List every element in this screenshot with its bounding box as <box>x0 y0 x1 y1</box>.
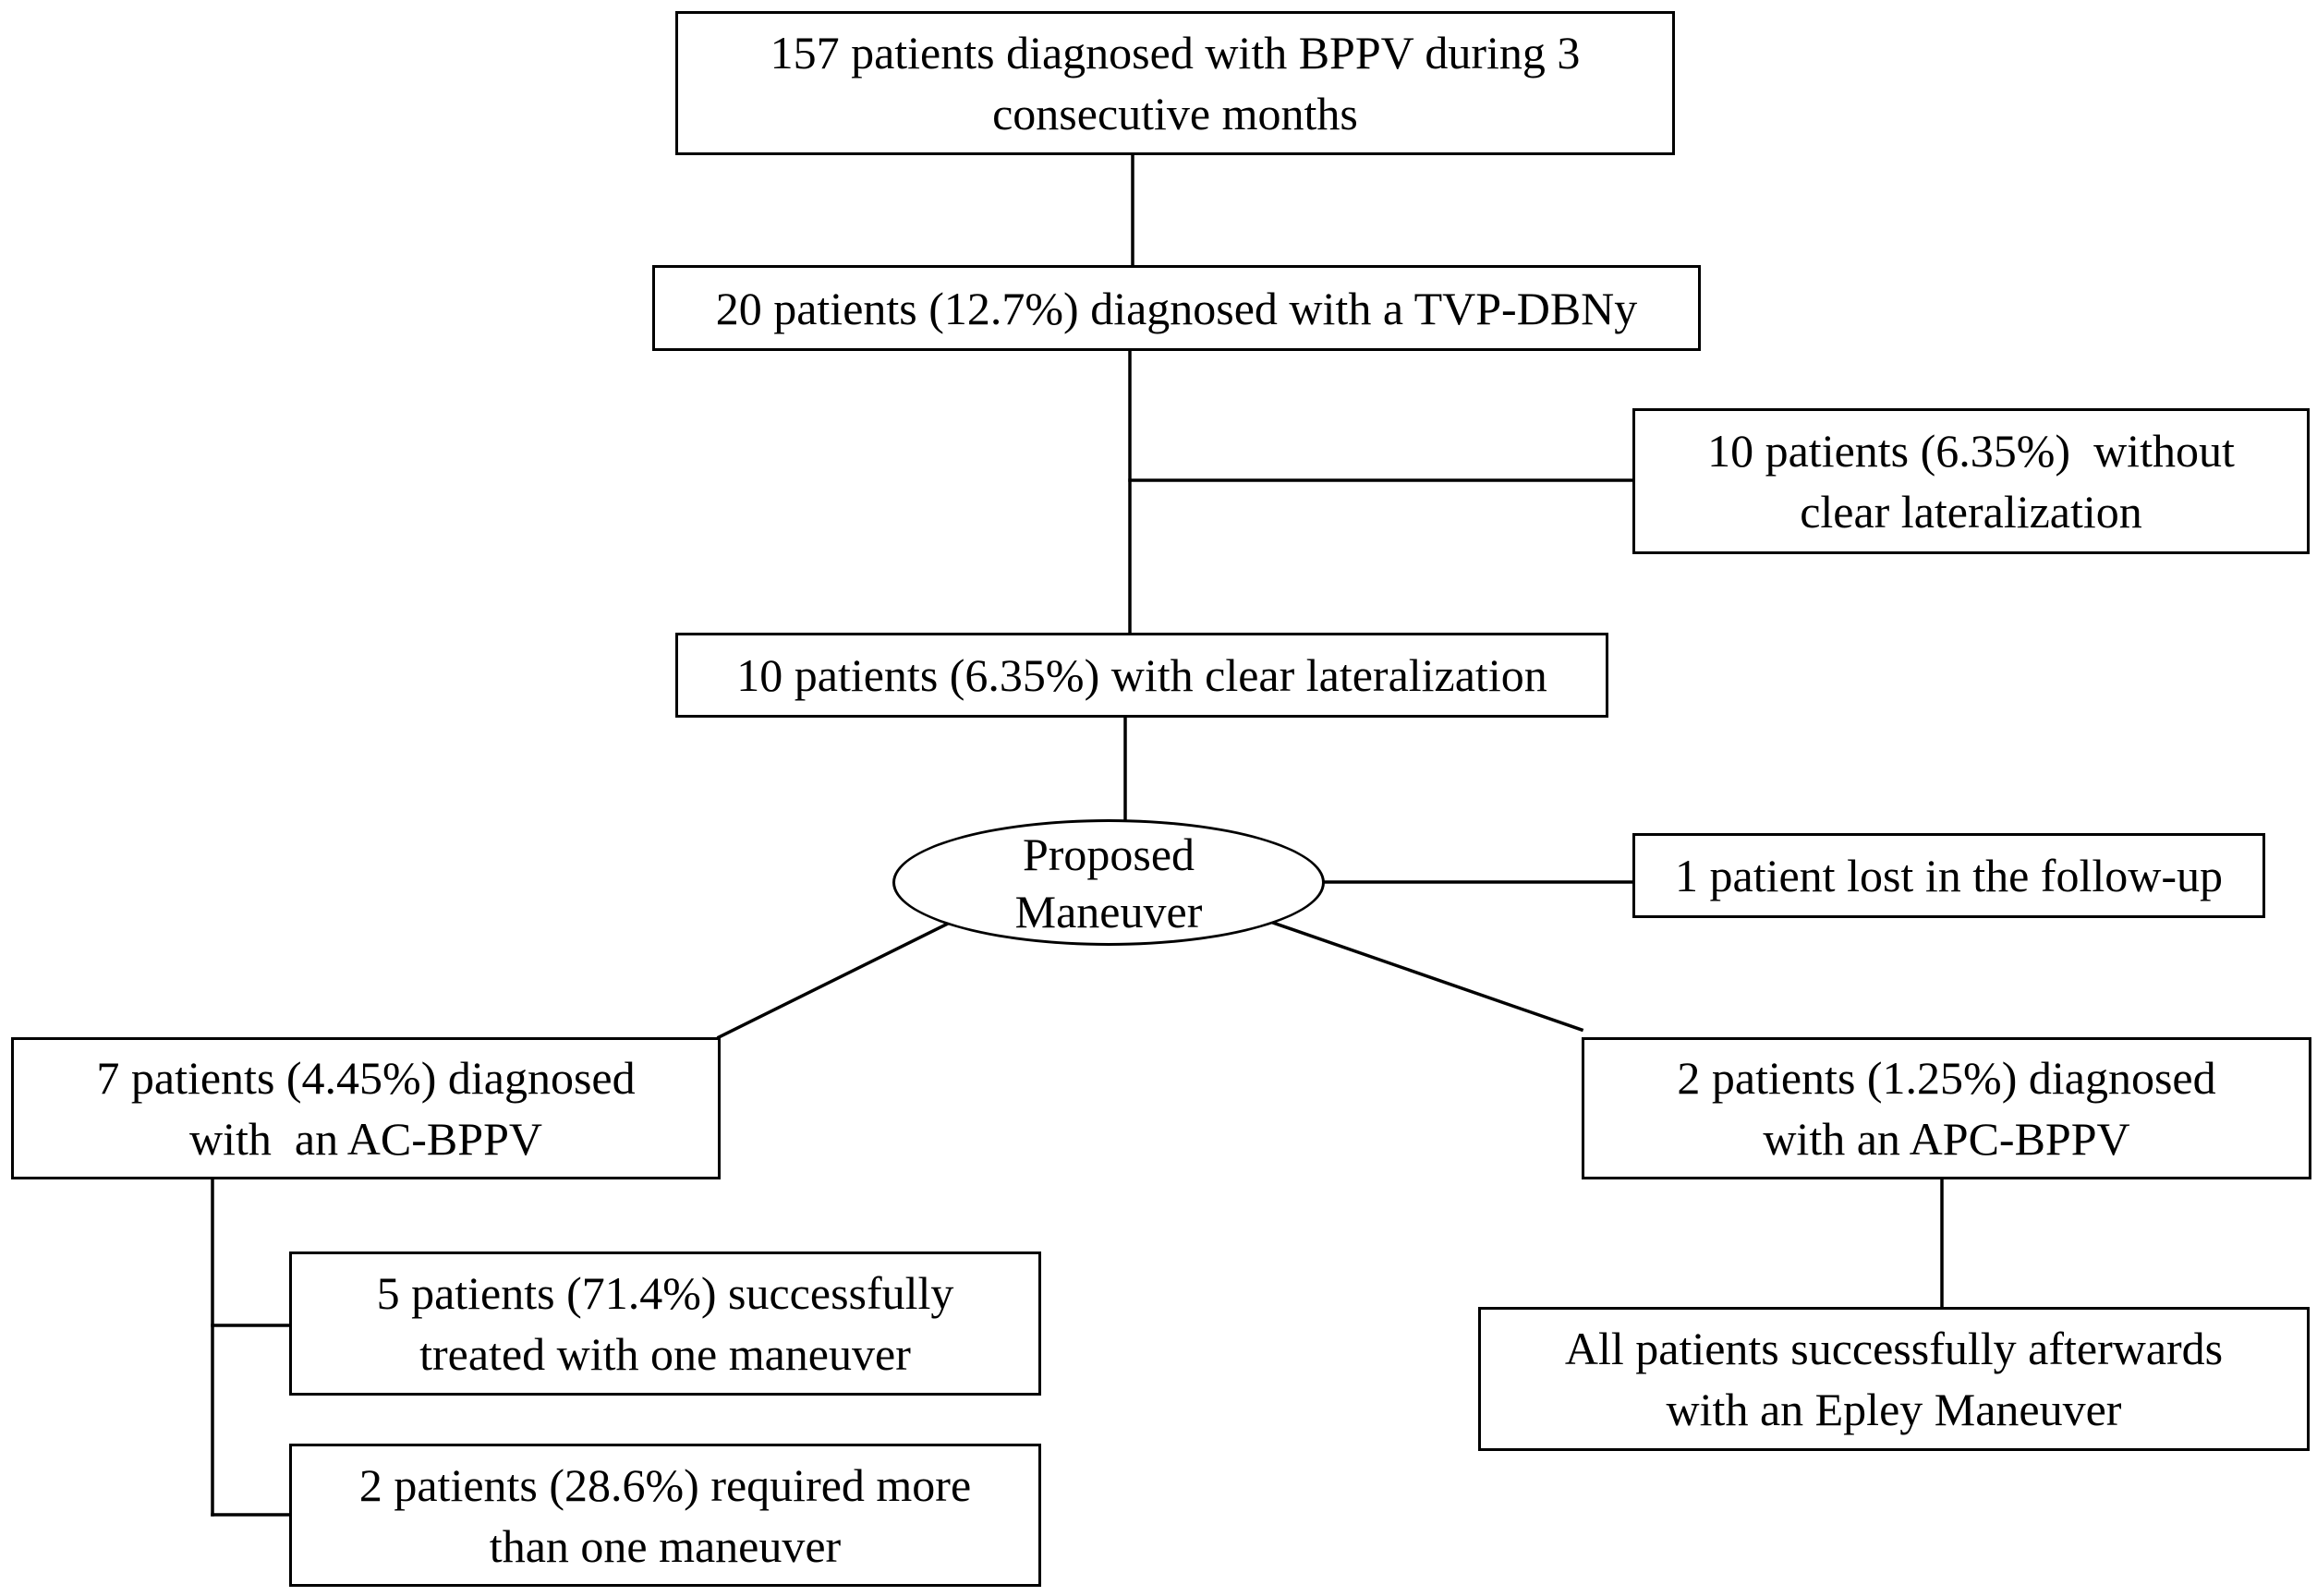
box-lost-follow-up: 1 patient lost in the follow-up <box>1632 833 2265 918</box>
box-clear-lateralization: 10 patients (6.35%) with clear lateraliz… <box>675 633 1608 718</box>
box-more-than-one-maneuver: 2 patients (28.6%) required more than on… <box>289 1444 1041 1587</box>
box-lost-follow-up-label: 1 patient lost in the follow-up <box>1675 850 2223 901</box>
box-clear-lateralization-label: 10 patients (6.35%) with clear lateraliz… <box>736 649 1547 701</box>
box-success-one-maneuver: 5 patients (71.4%) successfully treated … <box>289 1251 1041 1396</box>
box-apc-bppv: 2 patients (1.25%) diagnosed with an APC… <box>1582 1037 2311 1179</box>
box-root-label: 157 patients diagnosed with BPPV during … <box>770 27 1581 139</box>
box-tvp-dbny: 20 patients (12.7%) diagnosed with a TVP… <box>652 265 1701 351</box>
box-tvp-label: 20 patients (12.7%) diagnosed with a TVP… <box>715 282 1638 334</box>
ellipse-proposed-maneuver: Proposed Maneuver <box>892 819 1325 946</box>
box-root-157-patients: 157 patients diagnosed with BPPV during … <box>675 11 1675 155</box>
box-without-lateralization-label: 10 patients (6.35%) without clear latera… <box>1707 425 2235 538</box>
connector-maneuver-to-apc <box>1268 919 1584 1033</box>
box-ac-bppv: 7 patients (4.45%) diagnosed with an AC-… <box>11 1037 721 1179</box>
box-ac-bppv-label: 7 patients (4.45%) diagnosed with an AC-… <box>96 1052 636 1165</box>
box-success-one-maneuver-label: 5 patients (71.4%) successfully treated … <box>376 1267 954 1380</box>
connector-maneuver-to-ac <box>716 919 954 1040</box>
box-without-lateralization: 10 patients (6.35%) without clear latera… <box>1632 408 2310 554</box>
ellipse-proposed-maneuver-label: Proposed Maneuver <box>1014 828 1203 937</box>
box-more-than-one-maneuver-label: 2 patients (28.6%) required more than on… <box>358 1458 972 1572</box>
box-epley-maneuver: All patients successfully afterwards wit… <box>1478 1307 2310 1451</box>
box-epley-maneuver-label: All patients successfully afterwards wit… <box>1564 1323 2224 1435</box>
box-apc-bppv-label: 2 patients (1.25%) diagnosed with an APC… <box>1677 1052 2216 1165</box>
